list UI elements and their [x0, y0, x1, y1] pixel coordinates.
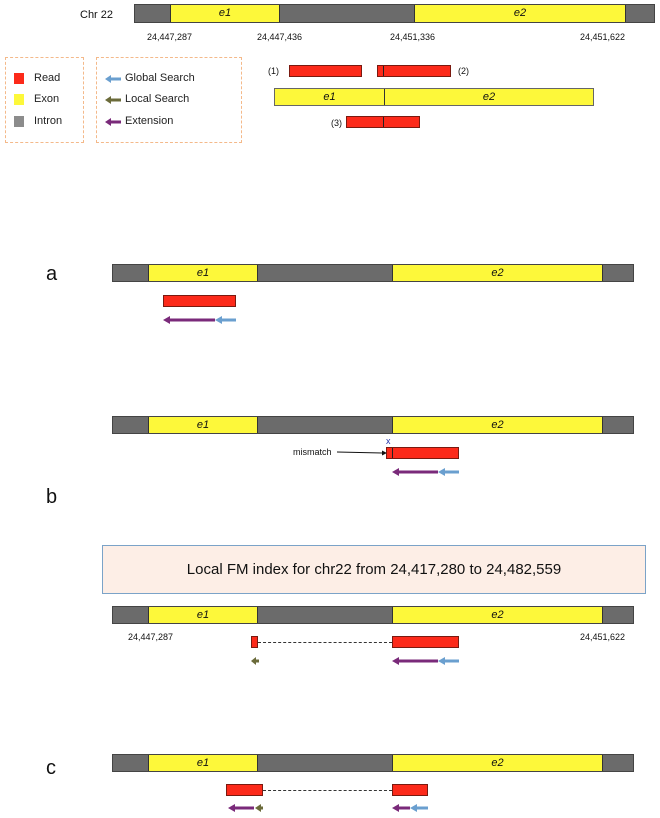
exon-e2: e2 — [384, 89, 593, 105]
coord-label: 24,451,622 — [580, 632, 626, 642]
exon-e1: e1 — [148, 265, 258, 281]
read-fragment — [226, 784, 263, 796]
legend-extension: Extension — [125, 115, 174, 127]
exon-e1: e1 — [170, 5, 280, 22]
legend-local: Local Search — [125, 93, 190, 105]
extension-arrow-icon — [392, 468, 459, 476]
legend-exon: Exon — [34, 93, 60, 105]
read-1 — [289, 65, 362, 77]
exon-e2: e2 — [414, 5, 626, 22]
exon-e1: e1 — [275, 89, 384, 105]
chromosome-label: Chr 22 — [80, 9, 114, 21]
read-label-1: (1) — [268, 66, 279, 76]
global-search-arrow-icon — [105, 75, 121, 83]
legend-arrows: Global Search Local Search Extension — [96, 57, 242, 143]
exon-e2: e2 — [392, 265, 603, 281]
local-search-arrow-icon — [251, 657, 259, 665]
read-fragment — [251, 636, 258, 648]
extension-arrow-icon — [392, 657, 459, 665]
read-fragment — [392, 636, 459, 648]
extension-arrow-icon — [392, 804, 428, 812]
read-3 — [346, 116, 420, 128]
panel-label-b: b — [46, 486, 58, 508]
read-2 — [377, 65, 451, 77]
extension-arrow-icon — [105, 118, 121, 126]
read-swatch — [14, 73, 24, 84]
exon-e2: e2 — [392, 417, 603, 433]
pointer-arrow-icon — [336, 450, 387, 456]
chromosome-bar: e1 e2 — [112, 416, 634, 434]
intron-swatch — [14, 116, 24, 127]
exon-e2: e2 — [392, 607, 603, 623]
read-fragment — [392, 784, 428, 796]
spliced-exons: e1 e2 — [274, 88, 594, 106]
exon-e1: e1 — [148, 755, 258, 771]
legend-global: Global Search — [125, 72, 195, 84]
legend-intron: Intron — [34, 115, 63, 127]
coord-label: 24,451,336 — [390, 32, 436, 42]
chromosome-bar: e1 e2 — [134, 4, 655, 23]
coord-label: 24,447,287 — [147, 32, 193, 42]
coord-label: 24,447,287 — [128, 632, 174, 642]
legend-read: Read — [34, 72, 61, 84]
fm-index-banner: Local FM index for chr22 from 24,417,280… — [102, 545, 646, 594]
panel-label-c: c — [46, 757, 56, 779]
extension-arrow-icon — [228, 804, 263, 812]
read — [386, 447, 459, 459]
read-label-2: (2) — [458, 66, 469, 76]
exon-e2: e2 — [392, 755, 603, 771]
coord-label: 24,447,436 — [257, 32, 303, 42]
chromosome-bar: e1 e2 — [112, 606, 634, 624]
local-search-arrow-icon — [105, 96, 121, 104]
extension-arrow-icon — [163, 316, 236, 324]
panel-label-a: a — [46, 263, 58, 285]
mismatch-label: mismatch — [293, 447, 332, 457]
legend-colors: Read Exon Intron — [5, 57, 84, 143]
mismatch-marker: x — [386, 436, 391, 446]
exon-e1: e1 — [148, 417, 258, 433]
splice-gap — [258, 642, 392, 643]
coord-label: 24,451,622 — [580, 32, 626, 42]
exon-e1: e1 — [148, 607, 258, 623]
read — [163, 295, 236, 307]
chromosome-bar: e1 e2 — [112, 754, 634, 772]
read-label-3: (3) — [331, 118, 342, 128]
splice-gap — [263, 790, 392, 791]
exon-swatch — [14, 94, 24, 105]
chromosome-bar: e1 e2 — [112, 264, 634, 282]
